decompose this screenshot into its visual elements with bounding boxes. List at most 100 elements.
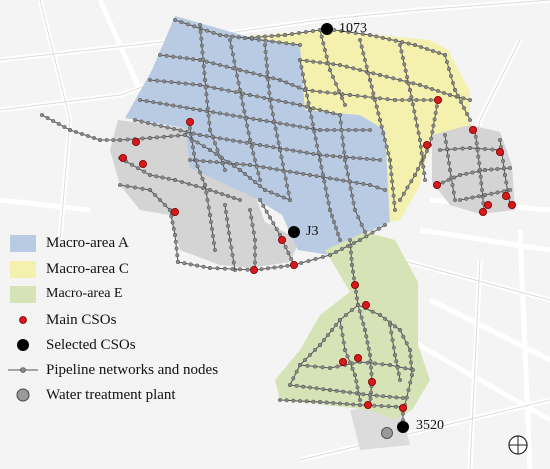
pipeline-node: [117, 182, 122, 187]
pipeline-node: [413, 116, 418, 121]
main-cso-marker[interactable]: [398, 403, 407, 412]
legend-swatch-blue: [10, 234, 36, 252]
main-cso-marker[interactable]: [501, 191, 510, 200]
pipeline-node: [490, 147, 495, 152]
main-cso-marker[interactable]: [249, 265, 258, 274]
pipeline-node: [321, 41, 326, 46]
water-treatment-plant-marker[interactable]: [381, 427, 393, 439]
pipeline-node: [424, 84, 429, 89]
main-cso-marker[interactable]: [138, 159, 147, 168]
main-cso-marker[interactable]: [119, 153, 128, 162]
main-cso-marker[interactable]: [289, 260, 298, 269]
pipeline-node: [338, 401, 343, 406]
pipeline-node: [125, 137, 130, 142]
pipeline-node: [407, 97, 412, 102]
pipeline-node: [403, 366, 408, 371]
pipeline-node: [504, 180, 509, 185]
pipeline-node: [406, 41, 411, 46]
pipeline-node: [187, 125, 192, 130]
pipeline-node: [301, 171, 306, 176]
pipeline-node: [446, 177, 451, 182]
main-cso-marker[interactable]: [363, 400, 372, 409]
pipeline-node: [197, 132, 202, 137]
main-cso-marker[interactable]: [353, 353, 362, 362]
main-cso-marker[interactable]: [367, 377, 376, 386]
main-cso-marker[interactable]: [131, 137, 140, 146]
pipeline-node: [384, 74, 389, 79]
pipeline-node: [347, 179, 352, 184]
pipeline-node: [147, 77, 152, 82]
pipeline-node: [194, 158, 199, 163]
pipeline-node: [189, 138, 194, 143]
pipeline-node: [320, 254, 325, 259]
pipeline-node: [289, 257, 294, 262]
pipeline-node: [311, 399, 316, 404]
pipeline-node: [299, 261, 304, 266]
pipeline-node: [212, 247, 217, 252]
main-cso-marker[interactable]: [277, 235, 286, 244]
pipeline-node: [453, 146, 458, 151]
main-cso-marker[interactable]: [422, 140, 431, 149]
pipeline-node: [211, 110, 216, 115]
main-cso-marker[interactable]: [170, 207, 179, 216]
pipeline-node: [338, 120, 343, 125]
pipeline-node: [304, 399, 309, 404]
main-cso-marker[interactable]: [350, 280, 359, 289]
main-cso-marker[interactable]: [338, 357, 347, 366]
pipeline-node: [201, 159, 206, 164]
pipeline-node: [369, 84, 374, 89]
main-cso-marker[interactable]: [483, 200, 492, 209]
pipeline-node: [79, 131, 84, 136]
pipeline-node: [177, 104, 182, 109]
pipeline-node: [288, 383, 293, 388]
pipeline-node: [344, 165, 349, 170]
pipeline-node: [215, 147, 220, 152]
selected-cso-3520[interactable]: [397, 421, 409, 433]
main-cso-marker[interactable]: [361, 300, 370, 309]
pipeline-node: [388, 323, 393, 328]
pipeline-node: [237, 114, 242, 119]
pipeline-node: [346, 30, 351, 35]
main-cso-marker[interactable]: [432, 180, 441, 189]
pipeline-node: [338, 63, 343, 68]
selected-cso-1073[interactable]: [321, 23, 333, 35]
main-cso-marker[interactable]: [507, 200, 516, 209]
pipeline-node: [157, 101, 162, 106]
main-cso-marker[interactable]: [468, 126, 477, 135]
pipeline-node: [503, 172, 508, 177]
main-cso-marker[interactable]: [478, 207, 487, 216]
pipeline-node: [363, 94, 368, 99]
pipeline-node: [304, 125, 309, 130]
pipeline-node: [422, 171, 427, 176]
pipeline-node: [191, 106, 196, 111]
pipeline-node: [358, 38, 363, 43]
pipeline-node: [328, 207, 333, 212]
selected-cso-j3[interactable]: [288, 226, 300, 238]
pipeline-node: [298, 102, 303, 107]
pipeline-node: [298, 43, 303, 48]
legend-item-main-csos: Main CSOs: [8, 309, 116, 331]
pipeline-node: [186, 181, 191, 186]
cso-label-j3: J3: [306, 224, 319, 239]
grey-circle-icon: [16, 388, 30, 402]
pipeline-node: [351, 155, 356, 160]
pipeline-node: [398, 378, 403, 383]
pipeline-node: [282, 169, 287, 174]
pipeline-node: [197, 82, 202, 87]
pipeline-node: [324, 400, 329, 405]
pipeline-node: [191, 151, 196, 156]
cso-label-1073: 1073: [339, 21, 367, 36]
black-dot-icon: [17, 339, 29, 351]
pipeline-node: [224, 216, 229, 221]
pipeline-node: [237, 139, 242, 144]
main-cso-marker[interactable]: [433, 96, 442, 105]
main-cso-marker[interactable]: [495, 147, 504, 156]
pipeline-node: [306, 259, 311, 264]
pipeline-node: [279, 264, 284, 269]
pipeline-node: [365, 360, 370, 365]
pipeline-node: [270, 39, 275, 44]
main-cso-marker[interactable]: [185, 118, 194, 127]
pipeline-node: [324, 54, 329, 59]
pipeline-node: [247, 162, 252, 167]
pipeline-node: [390, 338, 395, 343]
